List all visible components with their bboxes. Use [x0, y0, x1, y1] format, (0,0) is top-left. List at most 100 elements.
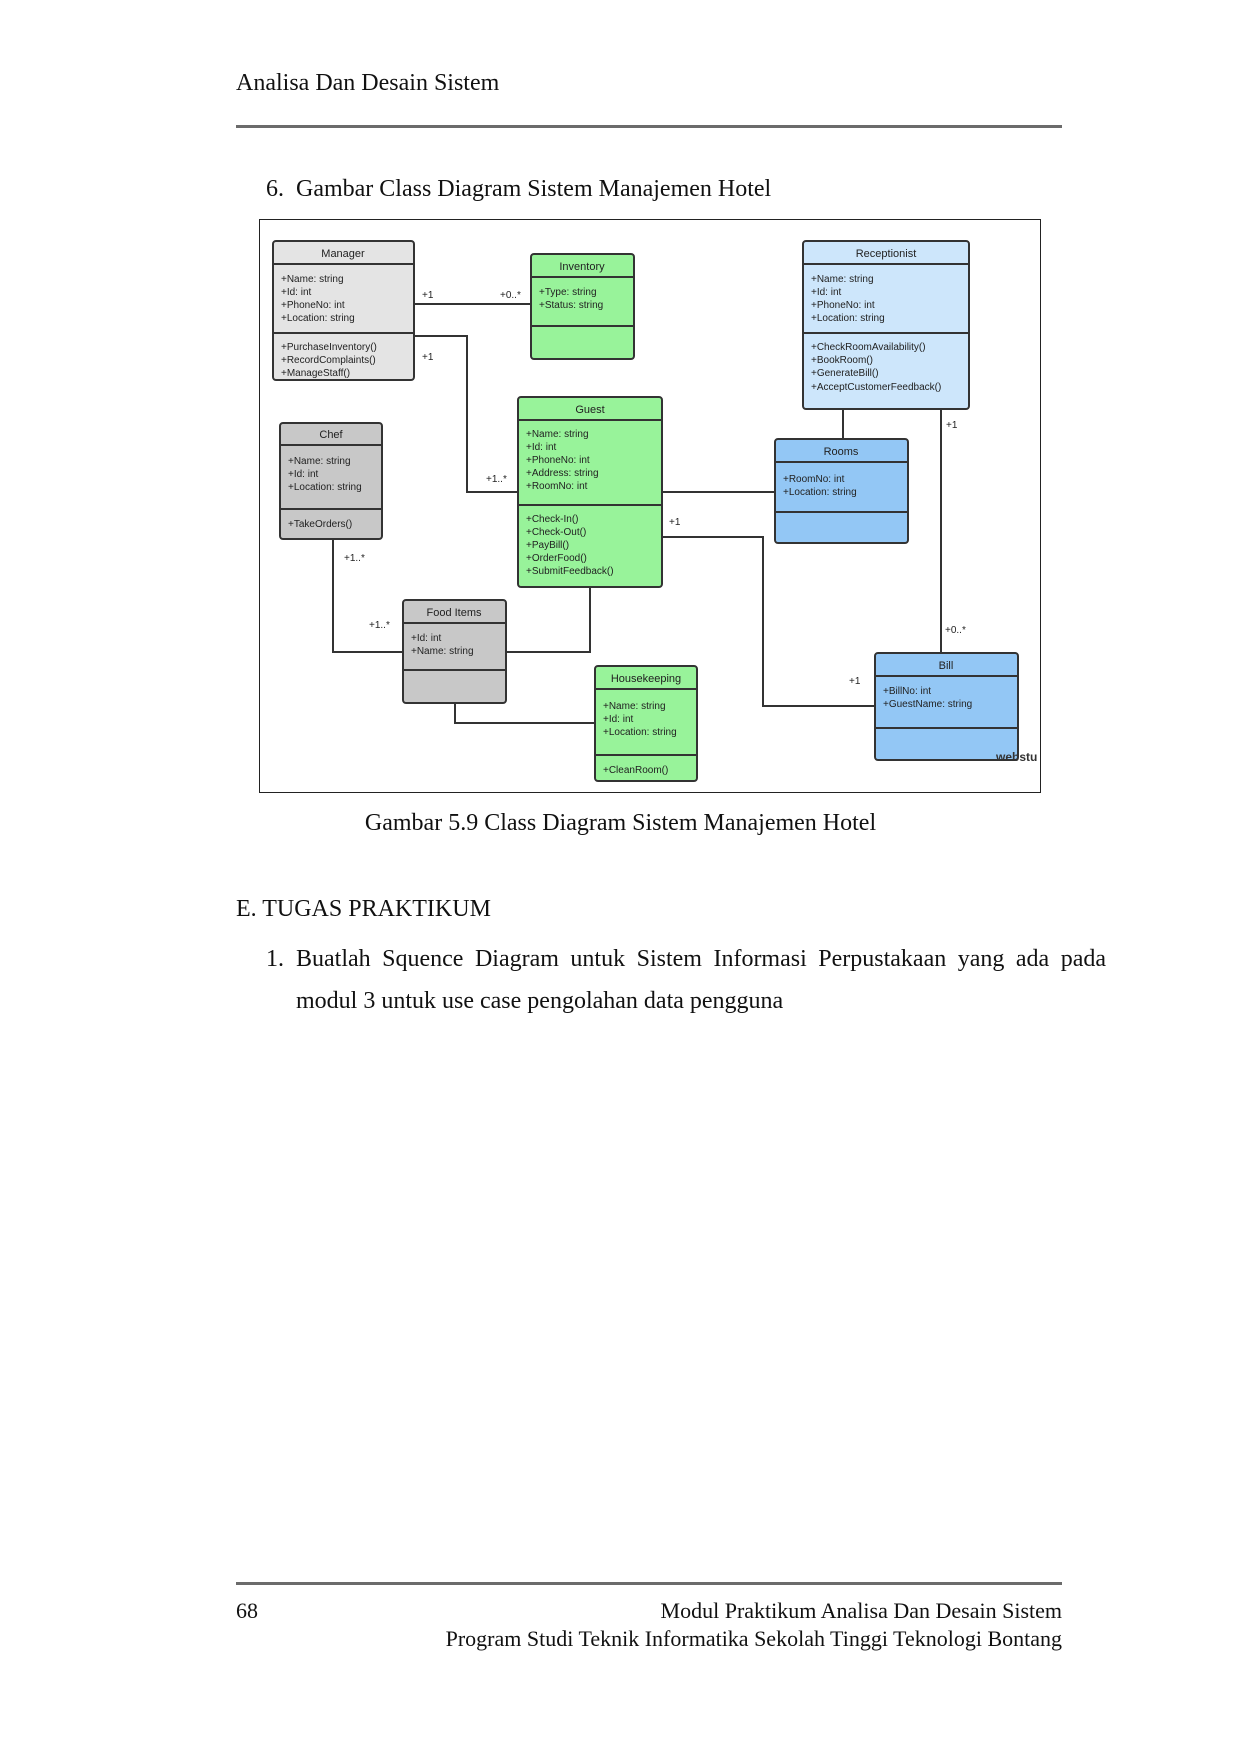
header-rule	[236, 125, 1062, 128]
class-food-items-attr: +Id: int	[411, 633, 442, 644]
class-bill-attr: +GuestName: string	[883, 699, 972, 710]
class-inventory-attr: +Type: string	[539, 287, 597, 298]
class-receptionist-attr: +Id: int	[811, 287, 842, 298]
multiplicity-label: +1..*	[486, 474, 507, 485]
class-guest-op: +Check-In()	[526, 514, 579, 525]
class-chef-attr: +Location: string	[288, 482, 362, 493]
figure-heading: 6. Gambar Class Diagram Sistem Manajemen…	[266, 176, 771, 203]
class-housekeeping-attr: +Name: string	[603, 701, 666, 712]
assoc-manager-guest	[414, 335, 518, 493]
class-food-items-attr: +Name: string	[411, 646, 474, 657]
class-food-items: Food Items +Id: int +Name: string	[402, 599, 507, 704]
assoc-guest-bill	[662, 536, 875, 707]
multiplicity-label: +1	[946, 420, 958, 431]
class-chef-name: Chef	[319, 429, 343, 441]
class-receptionist-attr: +PhoneNo: int	[811, 300, 875, 311]
assoc-fooditems-guest	[506, 587, 591, 653]
class-manager-attr: +Id: int	[281, 287, 312, 298]
multiplicity-label: +0..*	[500, 290, 521, 301]
class-guest-attr: +Name: string	[526, 429, 589, 440]
class-manager-box	[272, 240, 415, 381]
class-diagram: Manager +Name: string +Id: int +PhoneNo:…	[272, 240, 1037, 782]
class-rooms-attr: +Location: string	[783, 487, 857, 498]
task-text: Buatlah Squence Diagram untuk Sistem Inf…	[296, 946, 1106, 1014]
class-guest-op: +SubmitFeedback()	[526, 566, 614, 577]
class-chef-op: +TakeOrders()	[288, 519, 352, 530]
class-guest-op: +PayBill()	[526, 540, 569, 551]
figure-caption: Gambar 5.9 Class Diagram Sistem Manajeme…	[364, 810, 877, 836]
assoc-fooditems-housekeeping	[454, 703, 595, 724]
class-manager-attr: +Location: string	[281, 313, 355, 324]
class-manager-op: +ManageStaff()	[281, 368, 350, 379]
class-housekeeping-name: Housekeeping	[611, 673, 681, 685]
class-manager-op: +PurchaseInventory()	[281, 342, 377, 353]
class-receptionist: Receptionist +Name: string +Id: int +Pho…	[802, 240, 970, 410]
multiplicity-label: +0..*	[945, 625, 966, 636]
multiplicity-labels: +1 +0..* +1 +1..* +1..* +1..* +1 +1 +1 +…	[344, 290, 966, 687]
class-rooms-box	[774, 438, 909, 544]
task-number: 1.	[266, 946, 284, 972]
assoc-chef-fooditems	[332, 539, 403, 653]
class-manager-attr: +PhoneNo: int	[281, 300, 345, 311]
class-guest-attr: +Address: string	[526, 468, 599, 479]
class-manager-op: +RecordComplaints()	[281, 355, 376, 366]
figure-heading-number: 6.	[266, 176, 284, 202]
class-bill: Bill +BillNo: int +GuestName: string	[874, 652, 1019, 761]
class-chef-attr: +Id: int	[288, 469, 319, 480]
footer-line-1: Modul Praktikum Analisa Dan Desain Siste…	[660, 1598, 1062, 1623]
class-diagram-figure: Manager +Name: string +Id: int +PhoneNo:…	[259, 219, 1041, 793]
multiplicity-label: +1..*	[369, 620, 390, 631]
class-receptionist-name: Receptionist	[856, 248, 917, 260]
multiplicity-label: +1	[669, 517, 681, 528]
class-housekeeping: Housekeeping +Name: string +Id: int +Loc…	[594, 665, 698, 782]
class-rooms-name: Rooms	[824, 446, 859, 458]
class-guest-attr: +PhoneNo: int	[526, 455, 590, 466]
class-guest-attr: +RoomNo: int	[526, 481, 588, 492]
class-bill-box	[874, 652, 1019, 761]
class-receptionist-attr: +Name: string	[811, 274, 874, 285]
task-item: 1. Buatlah Squence Diagram untuk Sistem …	[266, 938, 1106, 1022]
class-guest: Guest +Name: string +Id: int +PhoneNo: i…	[517, 396, 663, 588]
class-food-items-box	[402, 599, 507, 704]
class-chef-attr: +Name: string	[288, 456, 351, 467]
class-receptionist-op: +GenerateBill()	[811, 368, 879, 379]
class-inventory-attr: +Status: string	[539, 300, 603, 311]
class-inventory: Inventory +Type: string +Status: string	[530, 253, 635, 360]
running-header: Analisa Dan Desain Sistem	[236, 70, 500, 96]
footer-rule	[236, 1582, 1062, 1585]
class-receptionist-op: +AcceptCustomerFeedback()	[811, 382, 941, 393]
class-housekeeping-attr: +Id: int	[603, 714, 634, 725]
class-rooms-attr: +RoomNo: int	[783, 474, 845, 485]
multiplicity-label: +1	[849, 676, 861, 687]
class-guest-attr: +Id: int	[526, 442, 557, 453]
class-manager-name: Manager	[321, 248, 365, 260]
class-guest-box	[517, 396, 663, 588]
class-guest-op: +Check-Out()	[526, 527, 586, 538]
class-rooms: Rooms +RoomNo: int +Location: string	[774, 438, 909, 544]
class-bill-attr: +BillNo: int	[883, 686, 931, 697]
class-manager-attr: +Name: string	[281, 274, 344, 285]
multiplicity-label: +1	[422, 352, 434, 363]
class-food-items-name: Food Items	[426, 607, 482, 619]
class-bill-name: Bill	[939, 660, 954, 672]
association-lines	[332, 303, 942, 724]
class-housekeeping-box	[594, 665, 698, 782]
class-housekeeping-op: +CleanRoom()	[603, 765, 668, 776]
section-heading: E. TUGAS PRAKTIKUM	[236, 896, 491, 922]
class-receptionist-op: +BookRoom()	[811, 355, 873, 366]
page-number: 68	[236, 1598, 258, 1623]
class-manager: Manager +Name: string +Id: int +PhoneNo:…	[272, 240, 415, 381]
class-inventory-name: Inventory	[559, 261, 605, 273]
footer-line-2: Program Studi Teknik Informatika Sekolah…	[445, 1626, 1062, 1651]
class-receptionist-box	[802, 240, 970, 410]
multiplicity-label: +1	[422, 290, 434, 301]
class-housekeeping-attr: +Location: string	[603, 727, 677, 738]
figure-heading-text: Gambar Class Diagram Sistem Manajemen Ho…	[296, 176, 772, 202]
class-inventory-box	[530, 253, 635, 360]
class-guest-name: Guest	[575, 404, 604, 416]
watermark-text: webstu	[995, 750, 1037, 764]
class-guest-op: +OrderFood()	[526, 553, 587, 564]
class-receptionist-op: +CheckRoomAvailability()	[811, 342, 926, 353]
multiplicity-label: +1..*	[344, 553, 365, 564]
class-chef: Chef +Name: string +Id: int +Location: s…	[279, 422, 383, 540]
